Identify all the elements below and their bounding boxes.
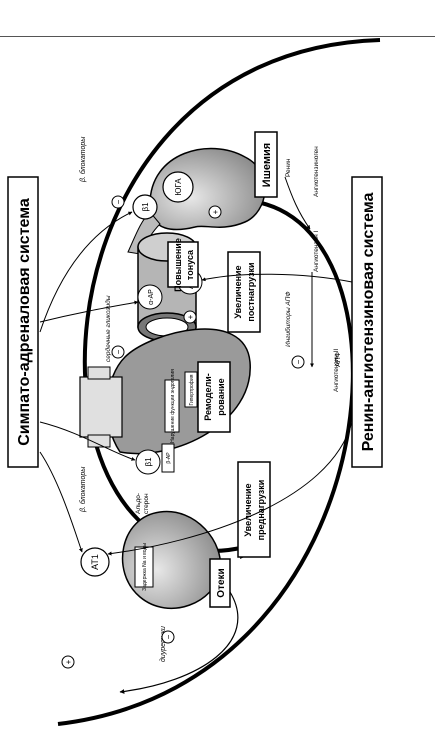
tone-line-2: тонуса	[185, 249, 195, 280]
minus-marker-4: −	[291, 355, 305, 369]
plus-marker-1: +	[183, 310, 197, 324]
svg-text:+: +	[211, 209, 220, 214]
small-box-endothelium: Нарушение функции эндотелия	[164, 369, 180, 443]
uga-label: ЮГА	[174, 178, 183, 196]
lower-at1-node: АТ1	[80, 547, 110, 577]
diuretics-label: диуретики	[159, 626, 167, 662]
cycle-arc-top	[57, 198, 355, 726]
svg-text:+: +	[186, 314, 195, 319]
minus-marker-1: −	[111, 195, 125, 209]
tone-line-1: Повышение	[173, 238, 183, 292]
arrow-sympatho-to-vessel	[39, 300, 139, 323]
angiotensin-1-label: Ангиотензин I	[313, 230, 320, 272]
plus-marker-2: +	[208, 205, 222, 219]
small-box-hypertrophy: Гипертрофия	[184, 371, 198, 408]
alpha-ar-label: α-АР	[148, 289, 155, 305]
afterload-line-2: постнагрузки	[246, 262, 256, 321]
arrow-sympatho-to-kidney	[39, 211, 133, 333]
beta-blockers-lower-label: β. блокаторы	[79, 466, 87, 513]
kidney-beta1-label: β1	[141, 202, 150, 212]
lower-at1-label: АТ1	[90, 554, 100, 570]
svg-text:−: −	[114, 199, 123, 204]
renin-label: Ренин	[285, 158, 292, 177]
small-box-beta-ar: β-АР	[161, 443, 175, 473]
aldosterone-line-1: Альдо-	[135, 493, 142, 514]
small-box-na-water: Задержка Na и воды	[134, 543, 154, 591]
remodel-line-1: Ремодели-	[203, 373, 213, 421]
tone-box: Повышение тонуса	[167, 238, 199, 292]
angiotensinogen-label: Ангиотензиноген	[313, 146, 320, 197]
beta-blockers-upper-label: β. блокаторы	[79, 136, 87, 183]
afterload-box: Увеличение постнагрузки	[227, 251, 261, 333]
svg-text:−: −	[164, 634, 173, 639]
minus-marker-3: −	[161, 630, 175, 644]
ace-inhibitors-label: Ингибиторы АПФ	[284, 291, 292, 347]
svg-text:−: −	[294, 359, 303, 364]
preload-box: Увеличение преднагрузки	[237, 461, 271, 558]
renin-angiotensin-label: Ренин-ангиотензиновая система	[360, 193, 377, 452]
arrow-renin-to-lower	[107, 421, 353, 556]
heart-beta1-node: β1	[135, 449, 161, 475]
remodel-line-2: рование	[216, 378, 226, 415]
arrow-sympatho-to-lower	[39, 451, 83, 553]
sympatho-adrenal-box: Симпато-адреналовая система	[7, 176, 39, 468]
ischemia-label: Ишемия	[261, 143, 273, 187]
alpha-ar-node: α-АР	[137, 284, 163, 310]
kidney-beta1-node: β1	[132, 194, 158, 220]
afterload-line-1: Увеличение	[233, 265, 243, 318]
remodel-box: Ремодели- рование	[197, 361, 231, 433]
heart-beta1-label: β1	[144, 457, 153, 467]
arrow-edema-loop	[119, 591, 239, 694]
ischemia-box: Ишемия	[254, 131, 278, 198]
svg-text:−: −	[114, 349, 123, 354]
angiotensin-2-label: Ангиотензин II	[333, 349, 340, 392]
sympatho-adrenal-label: Симпато-адреналовая система	[16, 198, 33, 446]
renin-arrow	[284, 176, 311, 230]
minus-marker-2: −	[111, 345, 125, 359]
preload-line-2: преднагрузки	[256, 480, 266, 541]
aldosterone-line-2: стерон	[143, 493, 150, 514]
small-box-hypertrophy-label: Гипертрофия	[189, 374, 195, 405]
small-box-na-water-label: Задержка Na и воды	[142, 543, 148, 591]
ace-label: АПФ	[335, 352, 342, 367]
small-box-endothelium-label: Нарушение функции эндотелия	[170, 369, 176, 443]
svg-text:+: +	[64, 659, 73, 664]
plus-marker-3: +	[61, 655, 75, 669]
edema-box: Отеки	[209, 558, 231, 608]
arrow-renin-to-vessel	[201, 273, 353, 283]
arrow-sympatho-to-heart	[39, 421, 136, 461]
preload-line-1: Увеличение	[243, 483, 253, 536]
renin-angiotensin-box: Ренин-ангиотензиновая система	[351, 176, 383, 468]
cardiac-glycosides-label: сердечные гликозиды	[104, 295, 112, 362]
small-box-beta-ar-label: β-АР	[166, 452, 172, 464]
kidney-drawing	[127, 147, 266, 255]
edema-label: Отеки	[216, 568, 227, 597]
uga-node: ЮГА	[162, 171, 194, 203]
page-top-rule	[0, 36, 435, 37]
